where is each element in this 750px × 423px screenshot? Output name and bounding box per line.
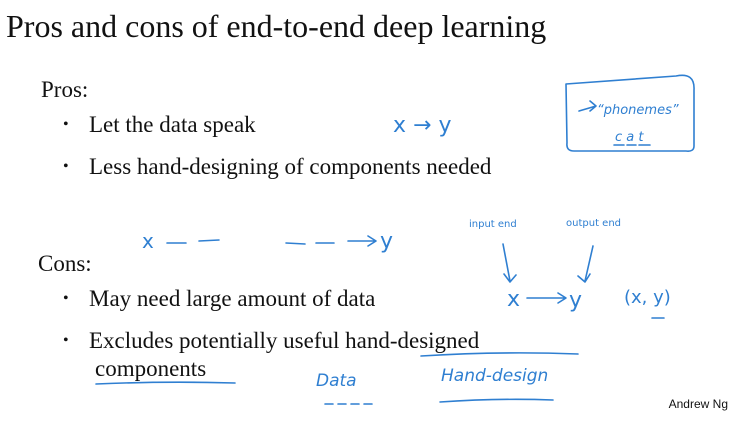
- data-annotation: Data: [316, 371, 357, 391]
- xy-pair-annotation: (x, y): [624, 287, 671, 308]
- cons-y-annotation: y: [569, 288, 582, 313]
- hand-design-annotation: Hand-design: [441, 366, 548, 386]
- author-credit: Andrew Ng: [668, 397, 728, 411]
- dashed-pipeline-y: y: [380, 229, 393, 254]
- down-arrow-icon: [577, 245, 594, 283]
- dashed-arrow-icon: [166, 235, 377, 247]
- down-arrow-icon: [502, 243, 517, 283]
- cons-bullet-1-text: May need large amount of data: [89, 286, 376, 311]
- pros-bullet-1: • Let the data speak: [63, 110, 256, 140]
- pros-heading: Pros:: [41, 77, 89, 102]
- cat-annotation: c a t: [615, 130, 644, 145]
- hand-design-underline: [439, 398, 554, 403]
- output-end-annotation: output end: [566, 218, 621, 229]
- pros-bullet-1-text: Let the data speak: [89, 112, 256, 137]
- pros-bullet-2-text: Less hand-designing of components needed: [89, 154, 492, 179]
- input-end-annotation: input end: [469, 219, 517, 230]
- cons-heading: Cons:: [38, 251, 92, 276]
- cons-bullet-1: • May need large amount of data: [63, 284, 375, 314]
- cons-x-annotation: x: [507, 287, 520, 312]
- phonemes-box-outline: [565, 74, 695, 152]
- pros-bullet-2: • Less hand-designing of components neede…: [63, 152, 491, 182]
- arrow-icon: [578, 100, 597, 112]
- dashed-pipeline-x: x: [142, 229, 154, 253]
- arrow-icon: [526, 292, 567, 304]
- cons-bullet-2-text: Excludes potentially useful hand-designe…: [89, 328, 480, 353]
- bullet-dot: •: [63, 158, 69, 175]
- pros-x-to-y-annotation: x → y: [393, 113, 451, 138]
- cons-bullet-2-continuation: components: [95, 356, 207, 381]
- bullet-dot: •: [63, 332, 69, 349]
- bullet-dot: •: [63, 290, 69, 307]
- slide-title: Pros and cons of end-to-end deep learnin…: [6, 8, 547, 44]
- phonemes-annotation: “phonemes”: [597, 103, 679, 118]
- cons-bullet-2: • Excludes potentially useful hand-design…: [63, 326, 479, 356]
- bullet-dot: •: [63, 116, 69, 133]
